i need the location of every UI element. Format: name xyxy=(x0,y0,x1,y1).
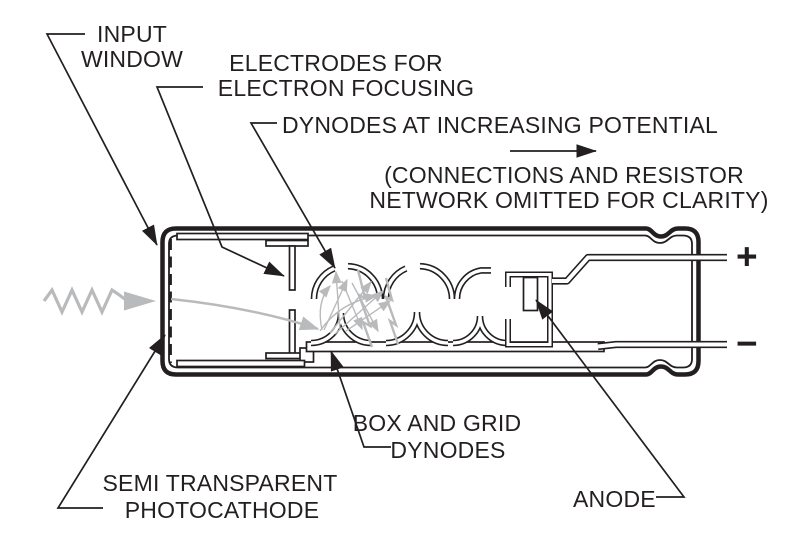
connections-note-line1: (CONNECTIONS AND RESISTOR xyxy=(384,162,744,188)
top-dynode-3-core xyxy=(455,268,491,300)
top-focus-electrode-crossbar xyxy=(265,239,309,247)
box-grid-dynodes-label-line2: DYNODES xyxy=(390,437,505,463)
box-grid-dynodes-label-line1: BOX AND GRID xyxy=(353,410,522,436)
top-electrode-bar xyxy=(176,232,309,241)
bottom-electrode-bar xyxy=(176,359,306,368)
leader-dynodes xyxy=(249,122,336,269)
top-focus-electrode-stem xyxy=(288,245,296,291)
minus-lead-wire-core xyxy=(597,342,727,349)
leader-photocathode xyxy=(56,334,166,509)
electron-shower-line xyxy=(345,300,392,332)
positive-terminal-sign: + xyxy=(736,236,758,277)
photon-arrowhead xyxy=(124,291,156,311)
electron-shower-line xyxy=(318,284,331,331)
tube-outer-wall xyxy=(160,226,701,377)
dynodes-label: DYNODES AT INCREASING POTENTIAL xyxy=(282,112,718,138)
bottom-dynode-2-core xyxy=(385,311,449,345)
negative-terminal-sign: − xyxy=(736,323,758,364)
electron-shower-line xyxy=(319,293,378,332)
bottom-dynode-1-core xyxy=(310,312,372,345)
electron-path-curve xyxy=(170,297,320,331)
photon-wavy-arrow xyxy=(42,286,127,316)
bottom-focus-electrode-stem xyxy=(288,309,296,355)
connections-note-line2: NETWORK OMITTED FOR CLARITY) xyxy=(369,187,768,213)
electron-shower-line xyxy=(341,280,363,331)
anode-plate xyxy=(522,276,539,312)
focus-electrodes-label-line2: ELECTRON FOCUSING xyxy=(218,75,474,101)
input-window-label-line1: INPUT xyxy=(97,21,167,47)
anode-label: ANODE xyxy=(573,486,656,512)
leader-focus-electrodes xyxy=(155,86,285,277)
tube-inner-wall xyxy=(168,234,693,369)
plus-lead-wire-core xyxy=(552,255,727,283)
electron-shower-line xyxy=(331,270,342,331)
photocathode-label-line2: PHOTOCATHODE xyxy=(125,497,320,523)
leader-input-window xyxy=(45,33,158,246)
electron-bolt xyxy=(356,269,374,348)
leader-box-grid-dynodes xyxy=(330,350,391,448)
top-dynode-2-left-core xyxy=(384,266,407,300)
photocathode-label-line1: SEMI TRANSPARENT xyxy=(103,470,338,496)
bottom-dynode-3-core xyxy=(452,315,508,345)
input-window-label-line2: WINDOW xyxy=(81,46,183,72)
leader-anode xyxy=(535,299,686,498)
top-dynode-2-right-core xyxy=(419,264,454,300)
focus-electrodes-label-line1: ELECTRODES FOR xyxy=(229,50,443,76)
top-dynode-1-left-core xyxy=(312,266,335,300)
electron-bolt xyxy=(383,277,400,345)
electron-shower-line xyxy=(351,282,379,333)
